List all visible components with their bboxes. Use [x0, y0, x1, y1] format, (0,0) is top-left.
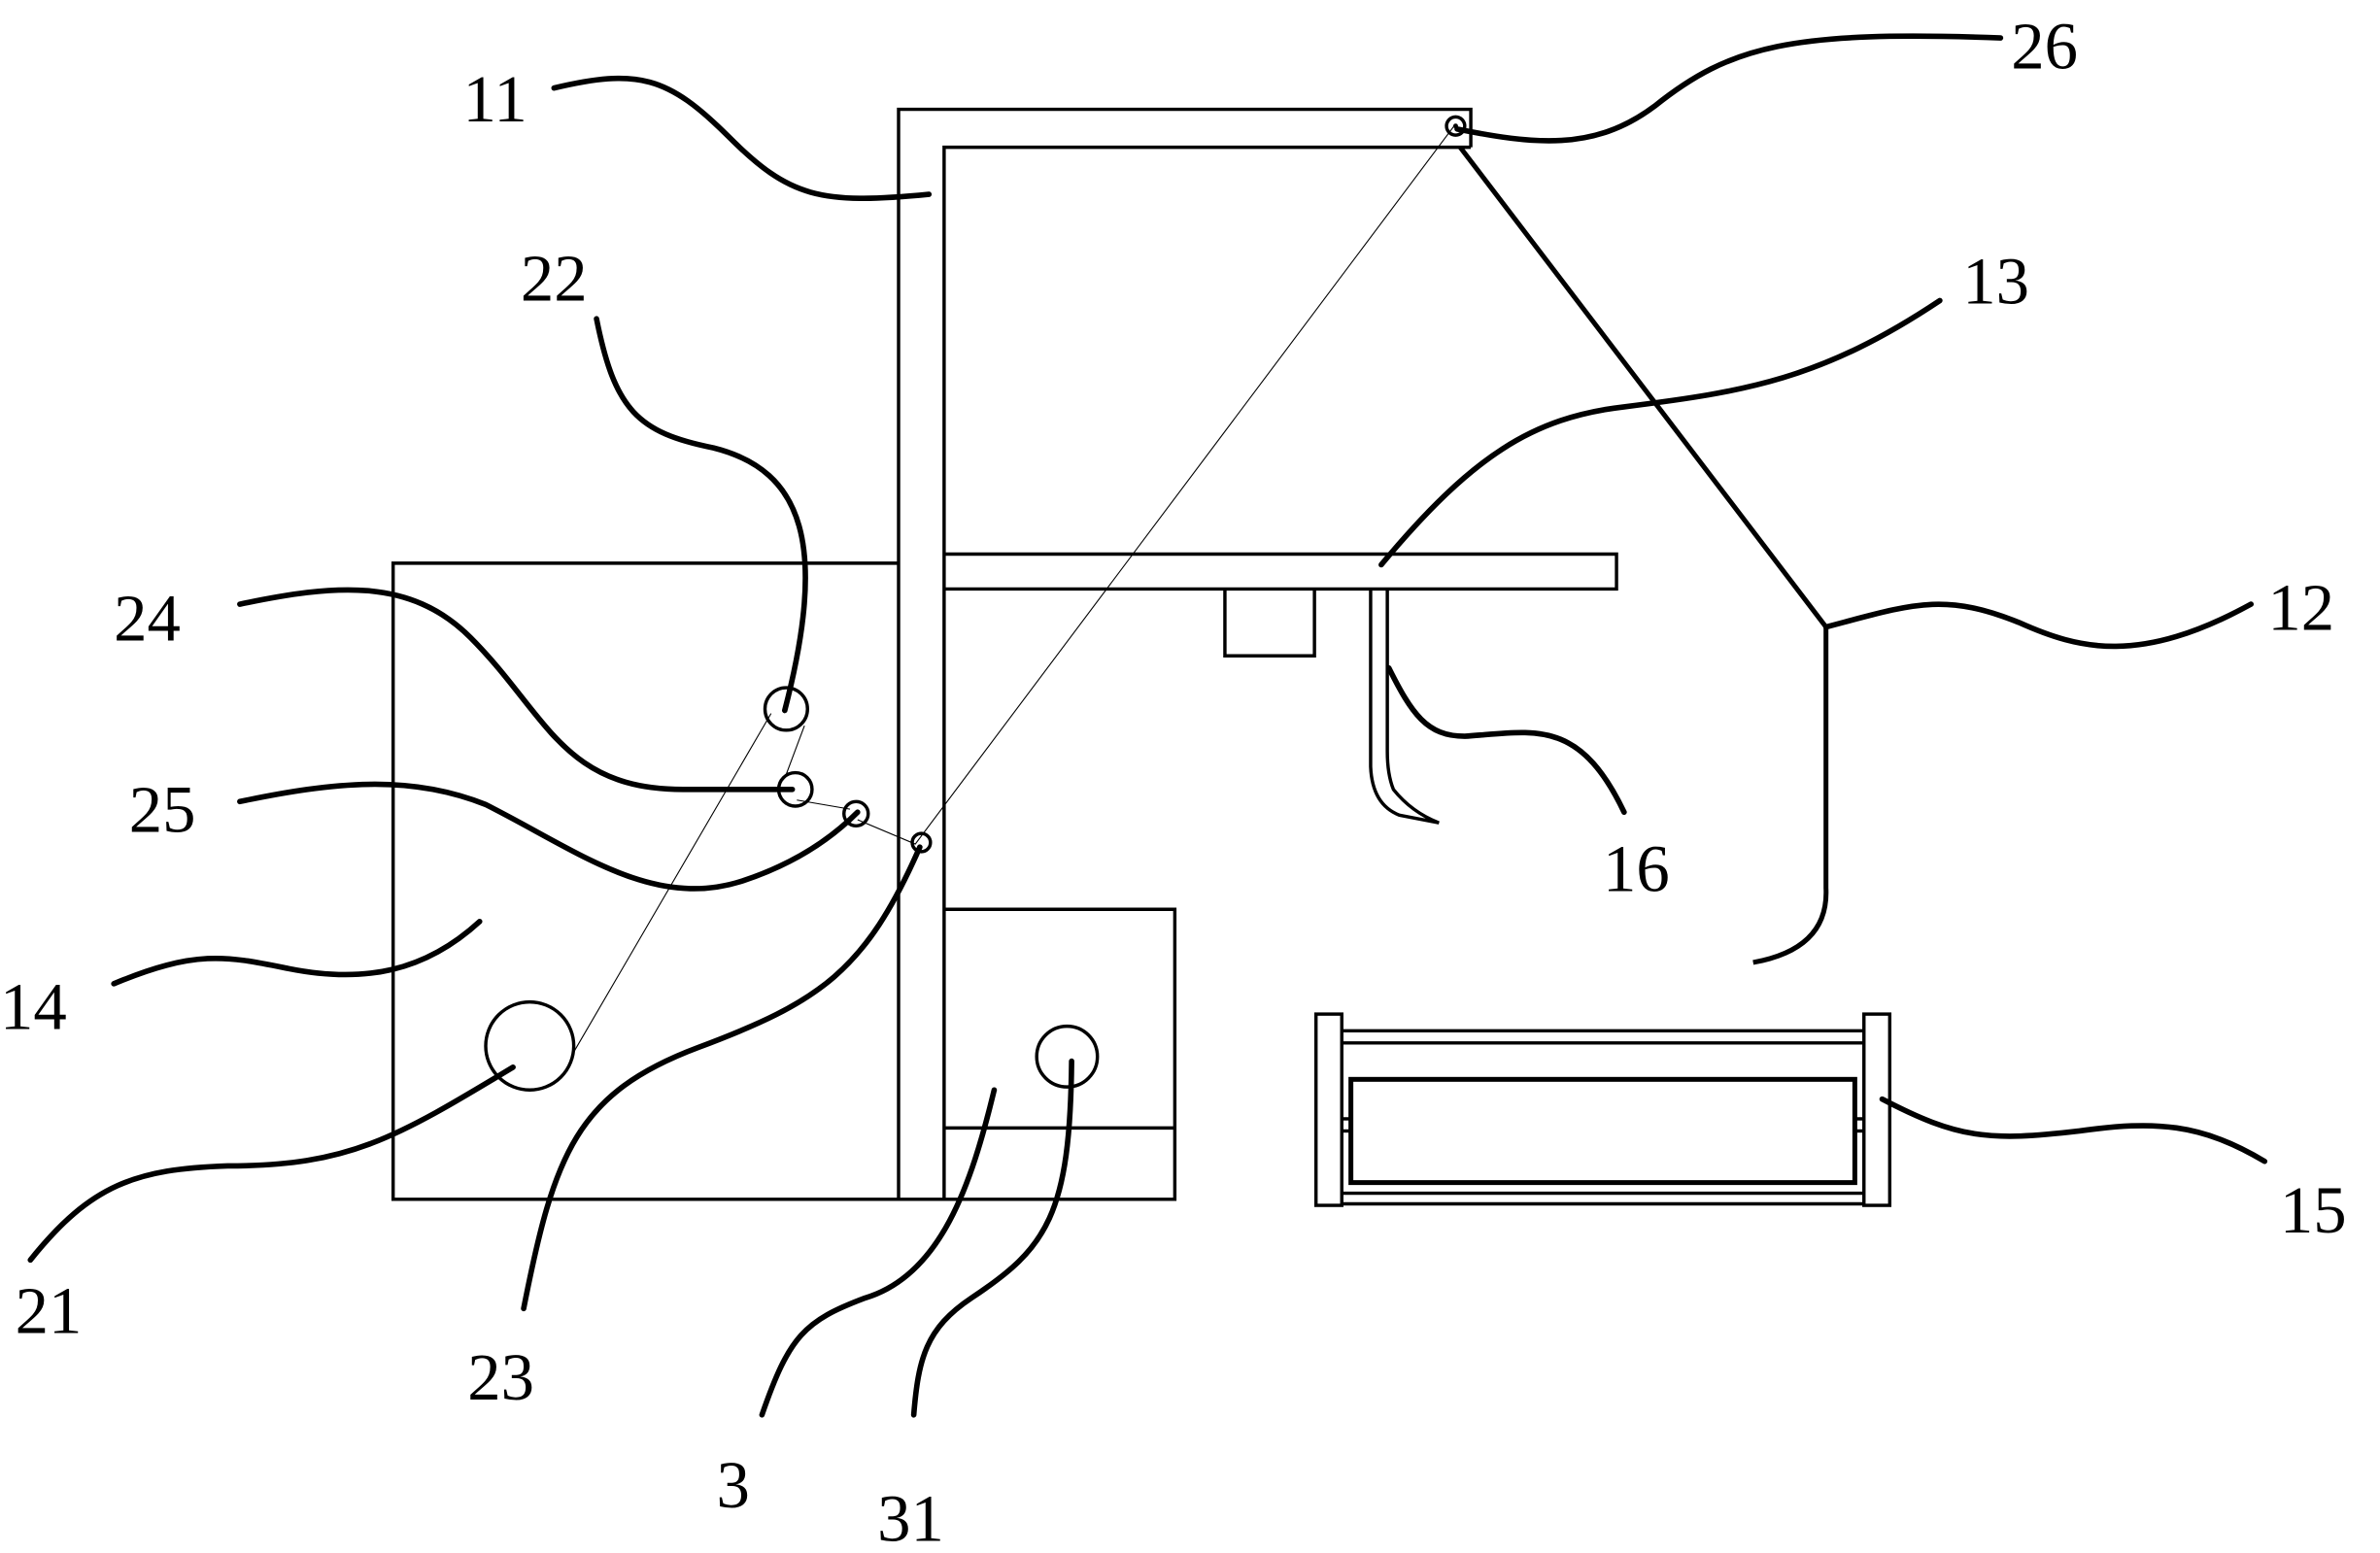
leader-23 [521, 844, 923, 1312]
leader-3 [759, 1087, 998, 1418]
hook-plate [1369, 589, 1440, 825]
motor-shaft-31 [1035, 1024, 1100, 1089]
label-21: 21 [16, 1273, 83, 1347]
vertical-frame-inner [942, 145, 1472, 1199]
label-13: 13 [1962, 245, 2029, 319]
arm-block [1223, 589, 1316, 658]
leader-12 [1822, 601, 2254, 650]
rope [573, 125, 1455, 1053]
leader-14 [111, 918, 483, 987]
label-22: 22 [521, 241, 588, 315]
guide-wheel-25 [842, 799, 870, 828]
frame-pulley-23 [910, 831, 933, 854]
label-31: 31 [877, 1481, 944, 1553]
label-16: 16 [1603, 831, 1670, 905]
leader-16 [1385, 664, 1627, 816]
label-25: 25 [129, 773, 196, 847]
label-26: 26 [2011, 9, 2078, 83]
guide-wheel-22 [763, 686, 809, 732]
leader-15 [1879, 1096, 2268, 1165]
label-11: 11 [463, 62, 527, 136]
vertical-frame-outer [897, 107, 1473, 1199]
winding-drum-21 [484, 999, 576, 1092]
leader-26 [1454, 33, 2004, 144]
label-23: 23 [467, 1340, 534, 1414]
base-housing [391, 561, 1177, 1201]
tray-rack [1313, 1012, 1892, 1207]
leader-22 [594, 316, 808, 714]
label-14: 14 [0, 970, 67, 1044]
leader-21 [27, 1064, 516, 1264]
leader-25 [237, 781, 861, 892]
horizontal-arm [943, 552, 1618, 591]
top-pulley-26 [1445, 115, 1467, 137]
leader-24 [237, 587, 796, 793]
label-15: 15 [2280, 1173, 2347, 1247]
leader-11 [551, 75, 933, 202]
label-12: 12 [2267, 571, 2334, 645]
leader-13 [1378, 297, 1943, 568]
leader-31 [910, 1058, 1074, 1418]
label-3: 3 [716, 1448, 749, 1522]
label-24: 24 [114, 582, 181, 656]
lifting-rod [1458, 146, 1829, 965]
